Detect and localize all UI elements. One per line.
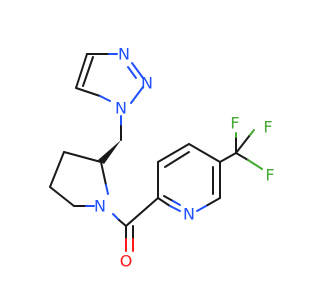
bond — [125, 197, 159, 227]
atom-label-n-pyrrolidine: N — [94, 197, 106, 216]
bond — [130, 86, 144, 104]
triazole-ring — [75, 53, 144, 104]
bond — [118, 219, 127, 227]
atom-label-f2: F — [263, 118, 272, 137]
atom-label-n-triazole-2: N — [141, 74, 153, 93]
atom-label-f1: F — [230, 114, 239, 133]
bond — [164, 151, 190, 168]
bond — [169, 205, 181, 212]
stereo-wedge-bond — [98, 140, 121, 164]
pyridine-ring — [157, 143, 221, 212]
bond — [131, 62, 144, 79]
bond — [63, 151, 102, 163]
bond — [188, 143, 221, 163]
bond — [247, 159, 263, 170]
pyrrolidine-ring — [49, 151, 109, 207]
bond — [172, 200, 181, 206]
trifluoromethyl-group — [219, 129, 263, 170]
atom-label-n-triazole-3: N — [115, 99, 127, 118]
bond — [75, 87, 101, 97]
bond — [49, 151, 65, 188]
bond — [157, 143, 190, 163]
bond — [196, 205, 207, 212]
bond — [163, 195, 174, 202]
bond — [219, 152, 237, 163]
atom-label-o-carbonyl: O — [120, 252, 133, 271]
bond — [105, 184, 109, 195]
carbonyl-group — [112, 197, 159, 252]
bond — [235, 152, 249, 161]
bond — [99, 95, 111, 102]
atom-labels: N N N N N O F F F — [94, 45, 275, 271]
molecule-structure: N N N N N O F F F — [49, 45, 275, 271]
methylene-linker — [98, 115, 122, 164]
atom-label-f3: F — [265, 166, 274, 185]
bond — [249, 129, 255, 136]
atom-label-n-pyridine: N — [183, 205, 195, 224]
bond — [100, 161, 107, 186]
bond — [127, 66, 137, 79]
bond — [82, 56, 94, 87]
bond — [235, 134, 251, 154]
bond — [205, 197, 221, 207]
atom-label-n-triazole-1: N — [118, 45, 130, 64]
bond — [112, 213, 120, 221]
bond — [49, 186, 75, 207]
bond — [157, 197, 171, 207]
bond — [75, 53, 88, 89]
